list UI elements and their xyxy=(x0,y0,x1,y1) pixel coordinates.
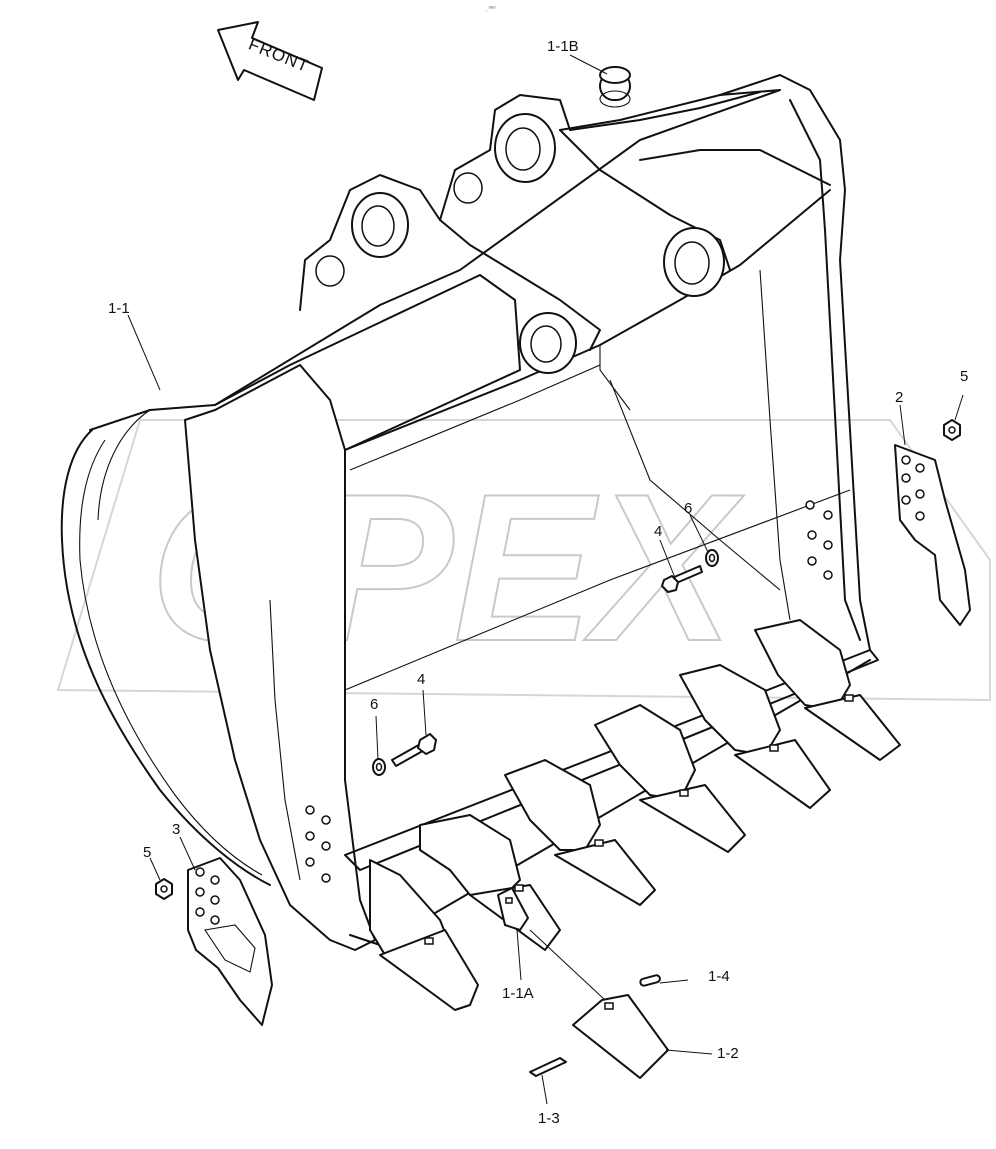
callout-labels: 1-1 1-1A 1-1B 1-2 1-3 1-4 2 3 4 4 5 5 6 … xyxy=(108,38,968,1127)
pin-1-4 xyxy=(639,974,661,987)
bushing-1-1b xyxy=(599,66,631,108)
callout-5-left: 5 xyxy=(143,844,151,861)
front-arrow: FRONT xyxy=(217,21,323,101)
bolt-lower xyxy=(391,733,437,767)
bolt-holes-right xyxy=(805,500,833,580)
bucket-teeth xyxy=(369,619,901,1011)
callout-6-upper: 6 xyxy=(684,500,692,517)
callout-1-1a: 1-1A xyxy=(502,985,534,1002)
leader-lines xyxy=(127,54,964,1105)
pin-bosses xyxy=(315,113,725,374)
bolt-holes-left xyxy=(305,805,331,883)
washer-lower xyxy=(372,758,386,776)
callout-1-1b: 1-1B xyxy=(547,38,579,55)
bucket-body xyxy=(60,74,879,951)
side-cutter-right xyxy=(894,444,971,626)
side-cutter-left xyxy=(187,857,273,1026)
callout-1-4: 1-4 xyxy=(708,968,730,985)
adapter-1-1a xyxy=(497,887,529,931)
lock-1-3 xyxy=(529,1057,567,1077)
callout-4-upper: 4 xyxy=(654,523,662,540)
callout-2: 2 xyxy=(895,389,903,406)
corner-mark: ᷊ ᵒᵒᵒ xyxy=(486,6,496,12)
callout-1-2: 1-2 xyxy=(717,1045,739,1062)
callout-1-1: 1-1 xyxy=(108,300,130,317)
callout-3: 3 xyxy=(172,821,180,838)
bolt-upper xyxy=(661,565,703,593)
tooth-1-2 xyxy=(572,994,669,1079)
nut-left xyxy=(155,878,173,900)
callout-6-lower: 6 xyxy=(370,696,378,713)
callout-1-3: 1-3 xyxy=(538,1110,560,1127)
callout-4-lower: 4 xyxy=(417,671,425,688)
nut-right xyxy=(943,419,961,441)
washer-upper xyxy=(705,549,719,567)
callout-5-right: 5 xyxy=(960,368,968,385)
